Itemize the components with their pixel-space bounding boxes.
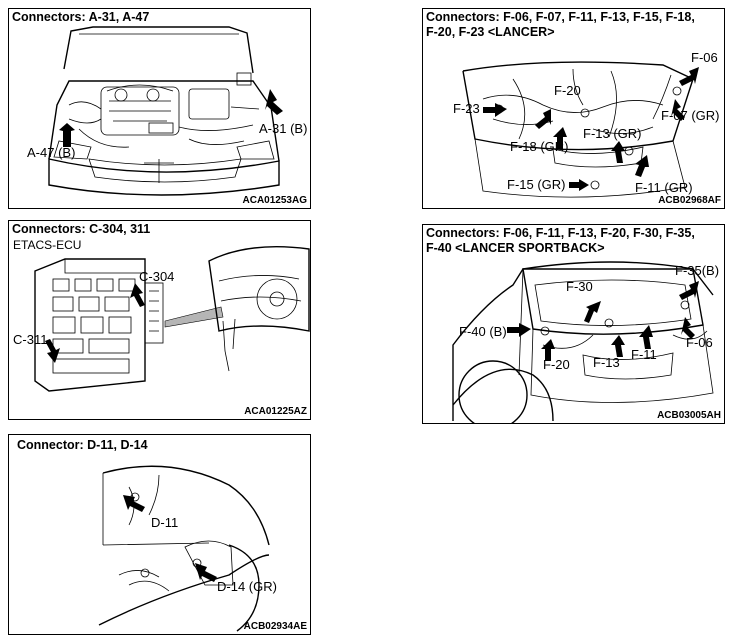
figure-code: ACA01225AZ xyxy=(244,406,307,417)
title-line-1: Connectors: F-06, F-07, F-11, F-13, F-15… xyxy=(426,10,695,24)
label-f07: F-07 (GR) xyxy=(661,108,720,123)
panel-title: Connectors: F-06, F-07, F-11, F-13, F-15… xyxy=(426,10,695,40)
black-arrow-icon xyxy=(671,99,685,121)
title-line-1: Connectors: F-06, F-11, F-13, F-20, F-30… xyxy=(426,226,695,240)
black-arrow-icon xyxy=(679,281,699,300)
figure-code: ACB02934AE xyxy=(243,621,307,632)
label-d11: D-11 xyxy=(151,515,179,530)
label-a31: A-31 (B) xyxy=(259,121,308,136)
black-arrow-icon xyxy=(45,339,60,363)
black-arrow-icon xyxy=(507,323,531,337)
label-c304: C-304 xyxy=(139,269,175,284)
panel-connectors-d11-d14: Connector: D-11, D-14 D-11 D-14 (GR) ACB… xyxy=(8,434,311,635)
door-wiring-illustration xyxy=(98,465,270,632)
label-f15: F-15 (GR) xyxy=(507,177,566,192)
figure-code: ACA01253AG xyxy=(242,195,307,206)
engine-bay-illustration xyxy=(48,26,283,196)
black-arrow-icon xyxy=(679,67,699,86)
panel-title: Connectors: F-06, F-11, F-13, F-20, F-30… xyxy=(426,226,695,256)
black-arrow-icon xyxy=(569,179,589,191)
black-arrow-icon xyxy=(611,335,625,357)
black-arrow-icon xyxy=(639,325,653,349)
label-f18: F-18 (GR) xyxy=(510,139,569,154)
black-arrow-icon xyxy=(553,127,567,149)
label-f30: F-30 xyxy=(566,279,593,294)
black-arrow-icon xyxy=(195,563,217,582)
label-f40: F-40 (B) xyxy=(459,324,507,339)
label-f35: F-35(B) xyxy=(675,263,720,278)
black-arrow-icon xyxy=(535,109,551,129)
etacs-ecu-illustration xyxy=(34,246,310,392)
panel-connectors-a31-a47: Connectors: A-31, A-47 A-31 (B) A-47 (B)… xyxy=(8,8,311,209)
panel-title: Connectors: C-304, 311 xyxy=(12,222,151,236)
figure-code: ACB02968AF xyxy=(658,195,721,206)
lancer-trunk-illustration xyxy=(462,61,699,198)
black-arrow-icon xyxy=(130,283,145,307)
black-arrow-icon xyxy=(584,301,601,323)
label-f23: F-23 xyxy=(453,101,480,116)
black-arrow-icon xyxy=(265,89,283,115)
label-d14: D-14 (GR) xyxy=(217,579,277,594)
panel-title: Connectors: A-31, A-47 xyxy=(12,10,150,24)
title-line-2: F-40 <LANCER SPORTBACK> xyxy=(426,241,605,255)
black-arrow-icon xyxy=(59,123,75,147)
label-f06: F-06 xyxy=(691,50,718,65)
label-a47: A-47 (B) xyxy=(27,145,76,160)
black-arrow-icon xyxy=(541,339,555,361)
label-f11: F-11 (GR) xyxy=(635,180,693,195)
sportback-hatch-illustration xyxy=(452,261,714,423)
black-arrow-icon xyxy=(681,317,695,339)
black-arrow-icon xyxy=(123,495,145,512)
black-arrow-icon xyxy=(611,141,625,163)
panel-connectors-sportback: Connectors: F-06, F-11, F-13, F-20, F-30… xyxy=(422,224,725,424)
title-line-2: F-20, F-23 <LANCER> xyxy=(426,25,555,39)
black-arrow-icon xyxy=(635,155,649,177)
label-f13: F-13 xyxy=(593,355,620,370)
ecu-subtitle: ETACS-ECU xyxy=(13,238,82,252)
figure-code: ACB03005AH xyxy=(657,410,721,421)
label-f20: F-20 xyxy=(554,83,581,98)
label-f13: F-13 (GR) xyxy=(583,126,642,141)
label-f06: F-06 xyxy=(686,335,713,350)
panel-connectors-c304-c311: Connectors: C-304, 311 ETACS-ECU C-304 xyxy=(8,220,311,420)
panel-title: Connector: D-11, D-14 xyxy=(17,438,148,452)
label-f11: F-11 xyxy=(631,347,657,362)
black-arrow-icon xyxy=(483,103,507,117)
panel-connectors-lancer: Connectors: F-06, F-07, F-11, F-13, F-15… xyxy=(422,8,725,209)
label-f20: F-20 xyxy=(543,357,570,372)
label-c311: C-311 xyxy=(13,332,48,347)
